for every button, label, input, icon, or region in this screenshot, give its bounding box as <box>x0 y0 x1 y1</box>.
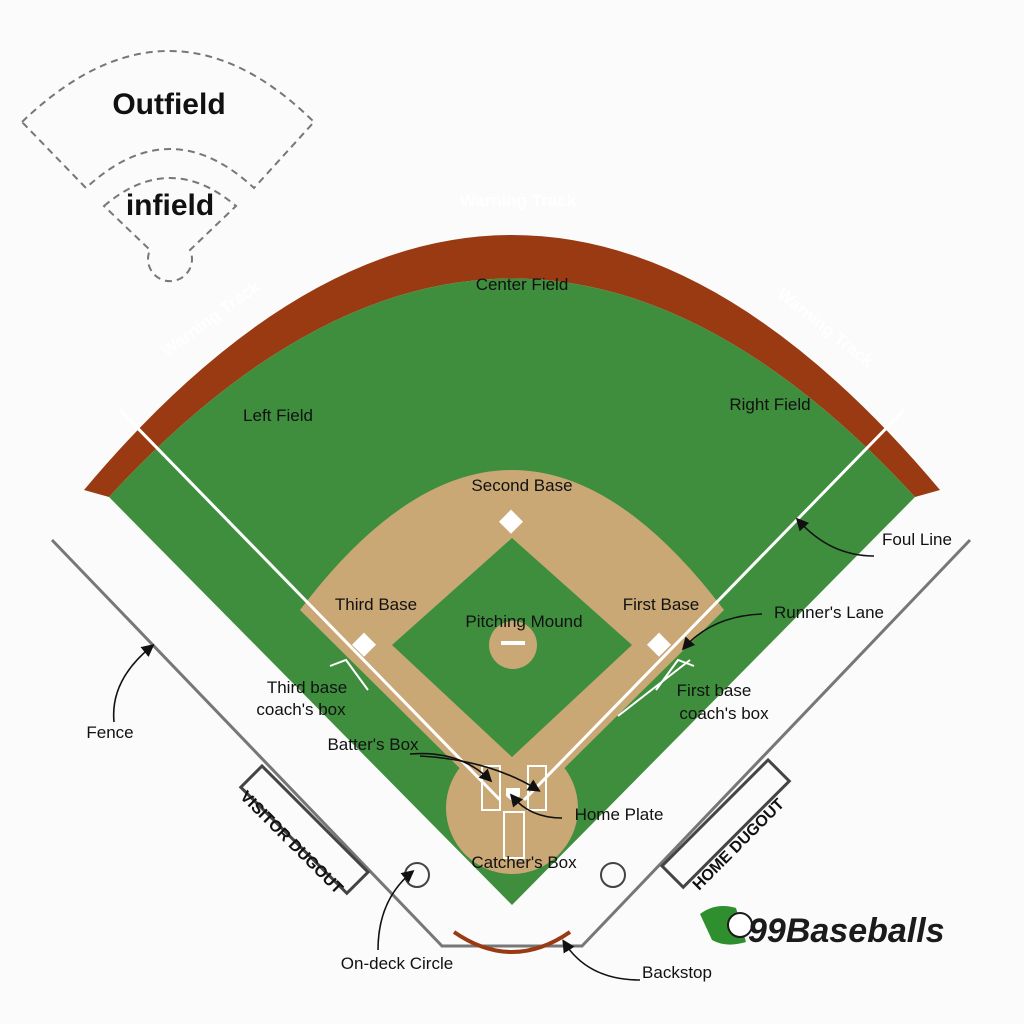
foul-line-arrow <box>795 517 875 557</box>
third-coach-box <box>329 658 369 691</box>
legend-infield-label: infield <box>126 189 214 222</box>
warning-track-label-top: Warning Track <box>460 191 577 210</box>
brand-name: 99Baseballs <box>748 912 945 950</box>
fence-arrow <box>112 643 155 723</box>
first-coach-box <box>655 658 695 691</box>
batters-box-left <box>481 765 501 811</box>
third-base-label: Third Base <box>335 595 417 614</box>
first-base-label: First Base <box>623 595 700 614</box>
right-field-label: Right Field <box>729 395 810 414</box>
on-deck-circle-label: On-deck Circle <box>341 954 453 973</box>
catchers-box-label: Catcher's Box <box>471 853 577 872</box>
first-coach-label-line2: coach's box <box>679 704 769 723</box>
batters-box-arrow-1 <box>409 752 493 783</box>
center-field-label: Center Field <box>476 275 569 294</box>
legend-outfield-label: Outfield <box>112 88 225 121</box>
backstop-arrow <box>562 939 641 981</box>
fence-line <box>50 538 972 948</box>
backstop-label: Backstop <box>642 963 712 982</box>
on-deck-circle-right <box>600 862 626 888</box>
second-base-label: Second Base <box>471 476 572 495</box>
foul-line-label: Foul Line <box>882 530 952 549</box>
runners-lane-arrow <box>681 613 763 651</box>
backstop-curve <box>452 930 572 954</box>
home-plate-arrow <box>509 793 563 819</box>
runners-lane-label: Runner's Lane <box>774 603 884 622</box>
third-coach-label-line2: coach's box <box>256 700 346 719</box>
visitor-dugout: VISITOR DUGOUT <box>237 763 371 898</box>
foul-line-left <box>118 408 502 802</box>
home-plate-label: Home Plate <box>575 805 664 824</box>
home-dugout: HOME DUGOUT <box>659 757 792 894</box>
fence-label: Fence <box>86 723 133 742</box>
batters-box-label: Batter's Box <box>327 735 419 754</box>
batters-box-arrow-2 <box>419 755 541 792</box>
visitor-dugout-label: VISITOR DUGOUT <box>237 788 346 897</box>
left-field-label: Left Field <box>243 406 313 425</box>
brand-logo: 99Baseballs <box>700 906 945 950</box>
foul-line-right <box>522 408 906 802</box>
runners-lane-line <box>617 659 691 717</box>
leader-arrows <box>112 517 875 981</box>
on-deck-arrow <box>377 869 415 951</box>
legend-infield-shape <box>102 177 238 283</box>
pitching-mound-label: Pitching Mound <box>465 612 582 631</box>
catchers-box <box>503 811 525 859</box>
third-base <box>351 632 377 657</box>
brand-logo-ball <box>727 912 753 938</box>
home-dugout-label: HOME DUGOUT <box>690 796 788 894</box>
third-coach-label-line1: Third base <box>267 678 347 697</box>
warning-track <box>84 235 940 497</box>
legend-outline: Outfield infield <box>20 50 316 283</box>
first-coach-label-line1: First base <box>677 681 752 700</box>
pitchers-rubber <box>501 641 525 645</box>
